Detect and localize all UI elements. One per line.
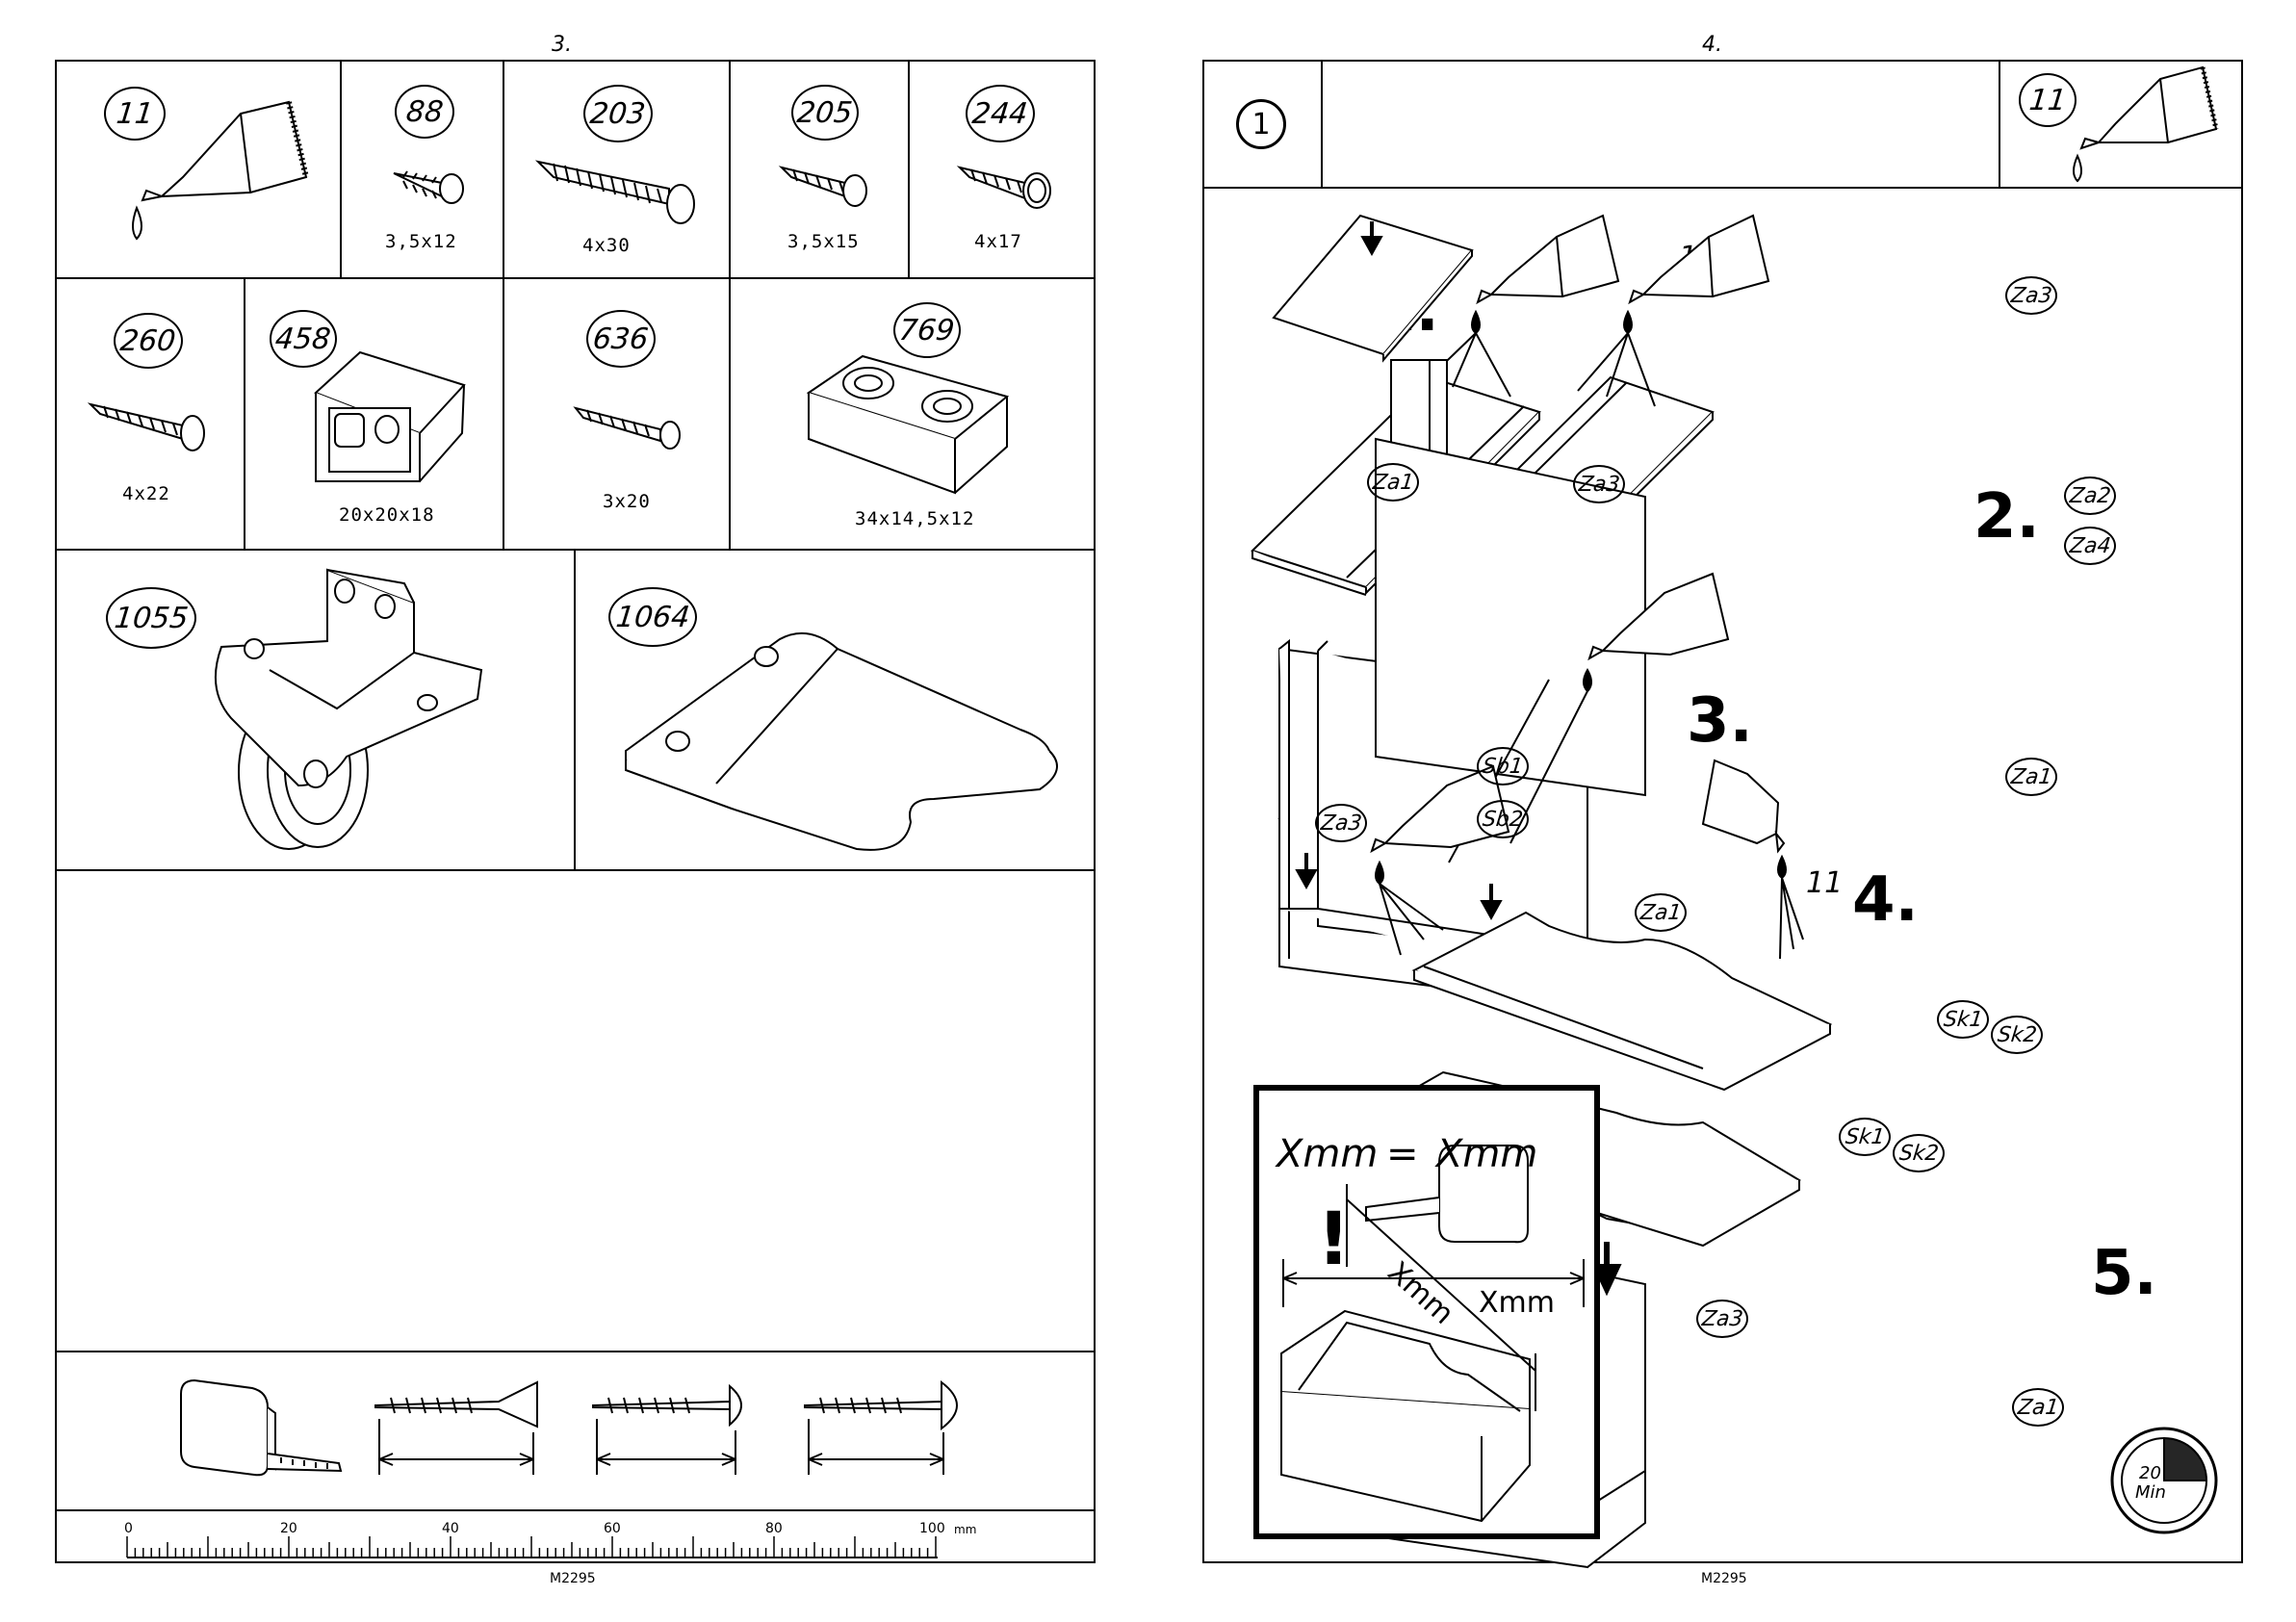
ruler-unit: mm (954, 1523, 976, 1536)
tape-measure-icon (175, 1375, 358, 1490)
panel-sk1-step4: Sk1 (1937, 1000, 1989, 1039)
part-id-205: 205 (791, 85, 859, 141)
angle-bracket-458-icon (308, 347, 472, 491)
screw-88-icon (390, 164, 486, 212)
part-id-260: 260 (114, 313, 183, 369)
panel-sk2-step4: Sk2 (1991, 1016, 2043, 1054)
panel-za4-step2: Za4 (2064, 527, 2116, 565)
part-label-88: 3,5x12 (385, 231, 457, 252)
timer-icon (2108, 1423, 2224, 1538)
timer-unit: Min (2135, 1482, 2166, 1503)
timer-value: 20 (2139, 1463, 2161, 1483)
part-id-88: 88 (395, 85, 454, 139)
panel-sb2-step3: Sb2 (1477, 800, 1529, 838)
model-code-left: M2295 (550, 1571, 596, 1586)
screw-205-icon (780, 162, 886, 219)
panel-za3-step2: Za3 (2005, 276, 2057, 315)
screw-260-icon (89, 399, 214, 456)
part-label-244: 4x17 (974, 231, 1022, 252)
panel-za2-step2: Za2 (2064, 476, 2116, 515)
panel-za3-step1: Za3 (1573, 465, 1625, 503)
plate-1064-icon (616, 616, 1078, 847)
block-769-icon (805, 348, 1026, 502)
panel-za3-step3: Za3 (1315, 804, 1367, 842)
page-number-left: 3. (552, 33, 572, 57)
measure-left: Xmm (1277, 1132, 1378, 1176)
measure-eq: = (1386, 1132, 1419, 1176)
screw-636-icon (574, 402, 689, 460)
model-code-right: M2295 (1701, 1571, 1747, 1586)
part-label-205: 3,5x15 (787, 231, 860, 252)
panel-za1-step1: Za1 (1367, 463, 1419, 502)
part-id-244: 244 (966, 85, 1035, 142)
panel-za1-step5: Za1 (2012, 1388, 2064, 1427)
screw-countersunk-measure-icon (372, 1375, 555, 1480)
part-id-1055: 1055 (106, 587, 196, 649)
panel-za1-step3: Za1 (1635, 893, 1687, 932)
mm-ruler (123, 1511, 990, 1569)
assembly-drawings (1202, 189, 2243, 1556)
screw-244-icon (958, 162, 1064, 219)
part-label-203: 4x30 (582, 235, 631, 256)
part-id-636: 636 (586, 310, 656, 368)
page-number-right: 4. (1702, 33, 1722, 57)
warning-mark: ! (1317, 1196, 1351, 1281)
ruler-tick-100: 100 (919, 1521, 945, 1536)
measure-right: Xmm (1436, 1132, 1537, 1176)
ruler-tick-60: 60 (604, 1521, 621, 1536)
measure-horiz: Xmm (1479, 1286, 1555, 1320)
part-label-769: 34x14,5x12 (855, 508, 974, 529)
panel-za1-step2: Za1 (2005, 758, 2057, 796)
glue-tube-icon (125, 94, 318, 248)
ruler-tick-0: 0 (124, 1521, 133, 1536)
ruler-tick-40: 40 (442, 1521, 459, 1536)
screw-203-icon (534, 156, 708, 223)
panel-sk1-step5: Sk1 (1839, 1118, 1891, 1156)
panel-za3-step5: Za3 (1696, 1300, 1748, 1338)
caster-wheel-1055-icon (193, 564, 501, 853)
glue-tube-header-icon (2060, 62, 2233, 187)
part-id-203: 203 (583, 85, 653, 142)
panel-sb1-step3: Sb1 (1477, 747, 1529, 785)
part-label-260: 4x22 (122, 483, 170, 504)
step-number-circle: 1 (1236, 99, 1286, 149)
ruler-tick-20: 20 (280, 1521, 297, 1536)
part-label-636: 3x20 (603, 491, 651, 512)
screw-roundhead-measure-icon (589, 1375, 762, 1480)
ruler-tick-80: 80 (765, 1521, 783, 1536)
screw-panhead-measure-icon (801, 1375, 974, 1480)
panel-sk2-step5: Sk2 (1893, 1134, 1945, 1172)
part-label-458: 20x20x18 (339, 504, 435, 526)
